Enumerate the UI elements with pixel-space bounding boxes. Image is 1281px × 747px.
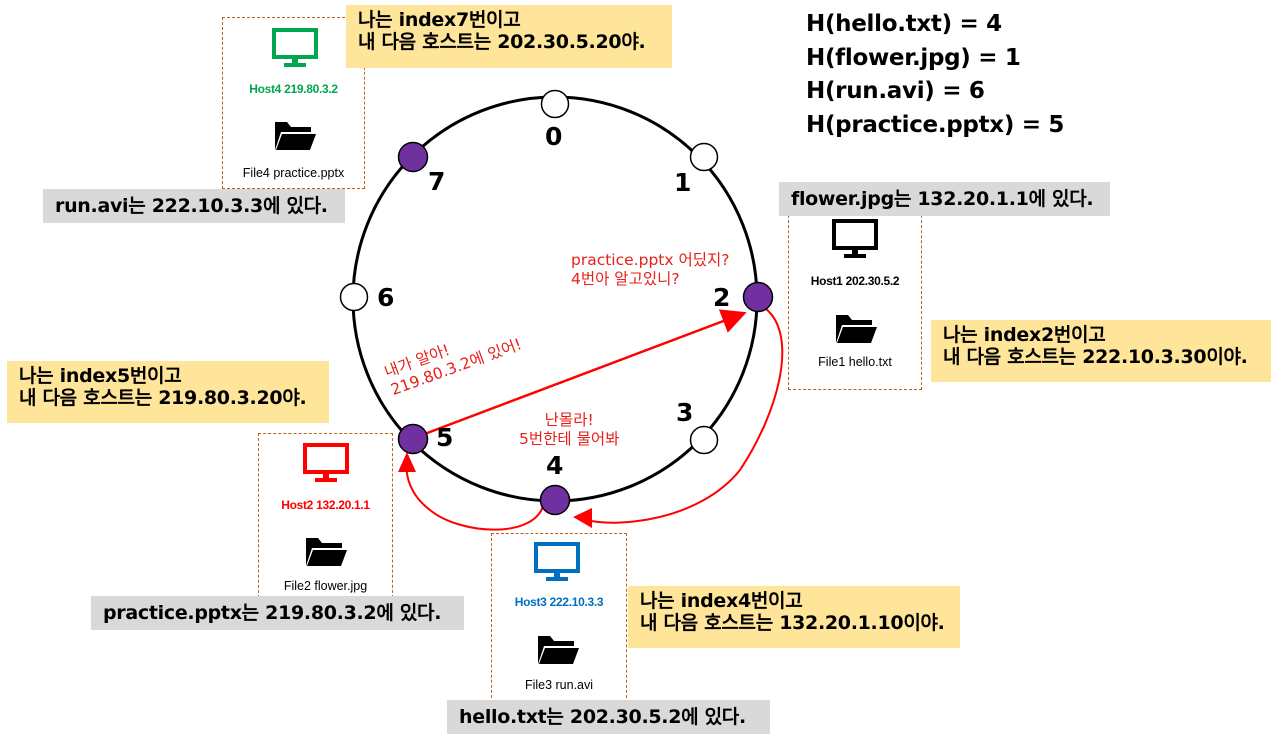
node-2[interactable] xyxy=(742,281,774,313)
host2-label: Host2 132.20.1.1 xyxy=(281,498,370,512)
location-hello: hello.txt는 202.30.5.2에 있다. xyxy=(447,700,770,734)
node-1[interactable] xyxy=(689,142,719,172)
query-arrow xyxy=(413,309,747,440)
node-6[interactable] xyxy=(339,282,369,312)
hash-line: H(practice.pptx) = 5 xyxy=(806,111,1065,138)
node-0[interactable] xyxy=(540,89,570,119)
index-label-4: 4 xyxy=(546,451,563,480)
note-line: 나는 index5번이고 xyxy=(19,365,182,387)
index-label-2: 2 xyxy=(713,283,730,312)
message-line: 4번아 알고있니? xyxy=(571,270,680,288)
host4-box: Host4 219.80.3.2 File4 practice.pptx xyxy=(222,17,365,189)
note-line: 내 다음 호스트는 219.80.3.20야. xyxy=(19,387,307,409)
index-label-0: 0 xyxy=(545,122,562,151)
node-4[interactable] xyxy=(539,484,571,516)
answer-arrow-head xyxy=(398,452,416,472)
file1-label: File1 hello.txt xyxy=(818,355,892,369)
host3-box: Host3 222.10.3.3 File3 run.avi xyxy=(491,533,627,703)
location-run: run.avi는 222.10.3.3에 있다. xyxy=(43,189,345,223)
monitor-icon xyxy=(534,542,580,581)
hash-line: H(flower.jpg) = 1 xyxy=(806,44,1021,71)
index-label-7: 7 xyxy=(428,167,445,196)
location-practice: practice.pptx는 219.80.3.2에 있다. xyxy=(91,596,464,630)
host1-box: Host1 202.30.5.2 File1 hello.txt xyxy=(788,210,922,390)
folder-icon xyxy=(836,315,877,343)
hash-formulas: H(hello.txt) = 4 H(flower.jpg) = 1 H(run… xyxy=(806,8,1064,142)
file3-label: File3 run.avi xyxy=(524,678,594,692)
note-line: 내 다음 호스트는 202.30.5.20야. xyxy=(358,31,646,53)
message-line: 난몰라! xyxy=(544,411,594,429)
file4-label: File4 practice.pptx xyxy=(242,166,345,180)
message-line: practice.pptx 어딨지? xyxy=(571,251,730,269)
node-5[interactable] xyxy=(397,423,429,455)
message-line: 5번한테 물어봐 xyxy=(519,430,620,448)
forward-arrow xyxy=(585,305,784,524)
index-label-1: 1 xyxy=(674,168,691,197)
host2-box: Host2 132.20.1.1 File2 flower.jpg xyxy=(258,433,393,603)
answer-arrow xyxy=(405,461,545,531)
host1-label: Host1 202.30.5.2 xyxy=(810,274,900,288)
node-7[interactable] xyxy=(397,141,429,173)
index-label-3: 3 xyxy=(676,398,693,427)
note-index5: 나는 index5번이고 내 다음 호스트는 219.80.3.20야. xyxy=(7,361,329,423)
note-index4: 나는 index4번이고 내 다음 호스트는 132.20.1.10이야. xyxy=(628,586,960,648)
folder-icon xyxy=(538,636,579,664)
folder-icon xyxy=(275,122,316,150)
note-line: 나는 index4번이고 xyxy=(640,590,803,612)
host3-label: Host3 222.10.3.3 xyxy=(514,595,604,609)
message-forward: 난몰라! 5번한테 물어봐 xyxy=(519,411,619,449)
hash-line: H(run.avi) = 6 xyxy=(806,78,985,104)
monitor-icon xyxy=(303,443,349,482)
note-index2: 나는 index2번이고 내 다음 호스트는 222.10.3.30이야. xyxy=(931,320,1271,382)
folder-icon xyxy=(306,538,347,566)
node-3[interactable] xyxy=(689,425,719,455)
note-line: 내 다음 호스트는 132.20.1.10이야. xyxy=(640,612,945,634)
index-label-5: 5 xyxy=(436,423,453,452)
note-line: 나는 index7번이고 xyxy=(358,9,521,31)
hash-line: H(hello.txt) = 4 xyxy=(806,11,1002,37)
monitor-icon xyxy=(272,28,318,67)
host4-label: Host4 219.80.3.2 xyxy=(249,82,338,96)
index-label-6: 6 xyxy=(377,283,394,312)
location-flower: flower.jpg는 132.20.1.1에 있다. xyxy=(779,182,1110,216)
file2-label: File2 flower.jpg xyxy=(283,579,368,593)
monitor-icon xyxy=(832,219,878,258)
message-query: practice.pptx 어딨지? 4번아 알고있니? xyxy=(571,251,729,289)
note-line: 내 다음 호스트는 222.10.3.30이야. xyxy=(943,346,1248,368)
forward-arrow-head xyxy=(573,508,592,528)
note-line: 나는 index2번이고 xyxy=(943,324,1106,346)
note-index7: 나는 index7번이고 내 다음 호스트는 202.30.5.20야. xyxy=(346,5,672,68)
